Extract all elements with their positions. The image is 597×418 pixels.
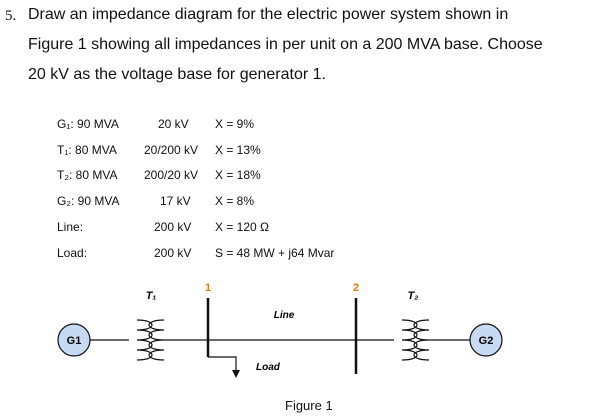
spec-value-g1: X = 9% <box>215 117 255 131</box>
spec-voltage-t1: 20/200 kV <box>144 143 199 157</box>
spec-value-t1: X = 13% <box>215 143 261 157</box>
spec-name-t1: T₁: 80 MVA <box>57 143 117 157</box>
spec-name-g2: G₂: 90 MVA <box>57 194 120 208</box>
spec-voltage-g2: 17 kV <box>160 194 191 208</box>
spec-value-load: S = 48 MW + j64 Mvar <box>215 246 335 260</box>
transformer-t2-label: T₂ <box>408 290 419 302</box>
spec-name-line: Line: <box>57 220 84 234</box>
problem-text-line-3: 20 kV as the voltage base for generator … <box>28 66 326 83</box>
generator-1-label: G1 <box>67 335 82 347</box>
spec-name-t2: T₂: 80 MVA <box>57 168 118 182</box>
problem-text-line-1: Draw an impedance diagram for the electr… <box>28 6 509 23</box>
generator-2-label: G2 <box>479 335 494 347</box>
problem-number: 5. <box>5 8 17 24</box>
spec-voltage-load: 200 kV <box>154 246 192 260</box>
problem-text-line-2: Figure 1 showing all impedances in per u… <box>28 36 543 53</box>
line-label: Line <box>274 310 295 321</box>
spec-name-load: Load: <box>57 246 88 260</box>
load-label: Load <box>256 362 281 373</box>
load-arrow <box>232 370 240 378</box>
bus-1-label: 1 <box>205 282 211 294</box>
load-feeder <box>208 356 237 372</box>
bus-2-label: 2 <box>353 282 359 294</box>
transformer-t1-primary <box>136 319 153 361</box>
transformer-t1-label: T₁ <box>146 290 157 302</box>
spec-name-g1: G₁: 90 MVA <box>57 117 119 131</box>
spec-value-line: X = 120 Ω <box>215 220 270 234</box>
generator-2 <box>469 323 503 357</box>
spec-voltage-t2: 200/20 kV <box>144 168 199 182</box>
spec-voltage-g1: 20 kV <box>158 117 189 131</box>
transformer-t2-primary <box>401 319 418 361</box>
spec-value-g2: X = 8% <box>215 194 255 208</box>
spec-voltage-line: 200 kV <box>154 220 192 234</box>
figure-caption: Figure 1 <box>285 398 333 413</box>
spec-value-t2: X = 18% <box>215 168 261 182</box>
